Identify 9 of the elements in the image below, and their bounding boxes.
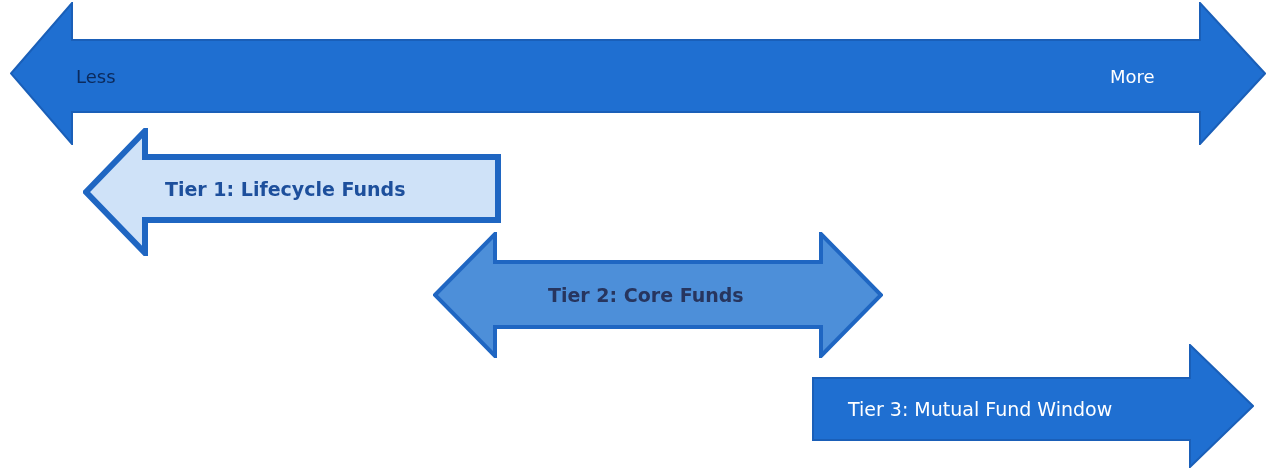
block-arrow-shape (83, 128, 501, 256)
block-arrow-shape (812, 344, 1254, 468)
scale-end-label: Less (76, 65, 116, 87)
tier-label: Tier 1: Lifecycle Funds (165, 177, 406, 200)
tier-label: Tier 2: Core Funds (548, 283, 744, 306)
tier-label: Tier 3: Mutual Fund Window (848, 398, 1113, 420)
double-arrow-shape (10, 2, 1266, 145)
scale-end-label: More (1110, 65, 1155, 87)
double-arrow-shape (433, 232, 883, 358)
